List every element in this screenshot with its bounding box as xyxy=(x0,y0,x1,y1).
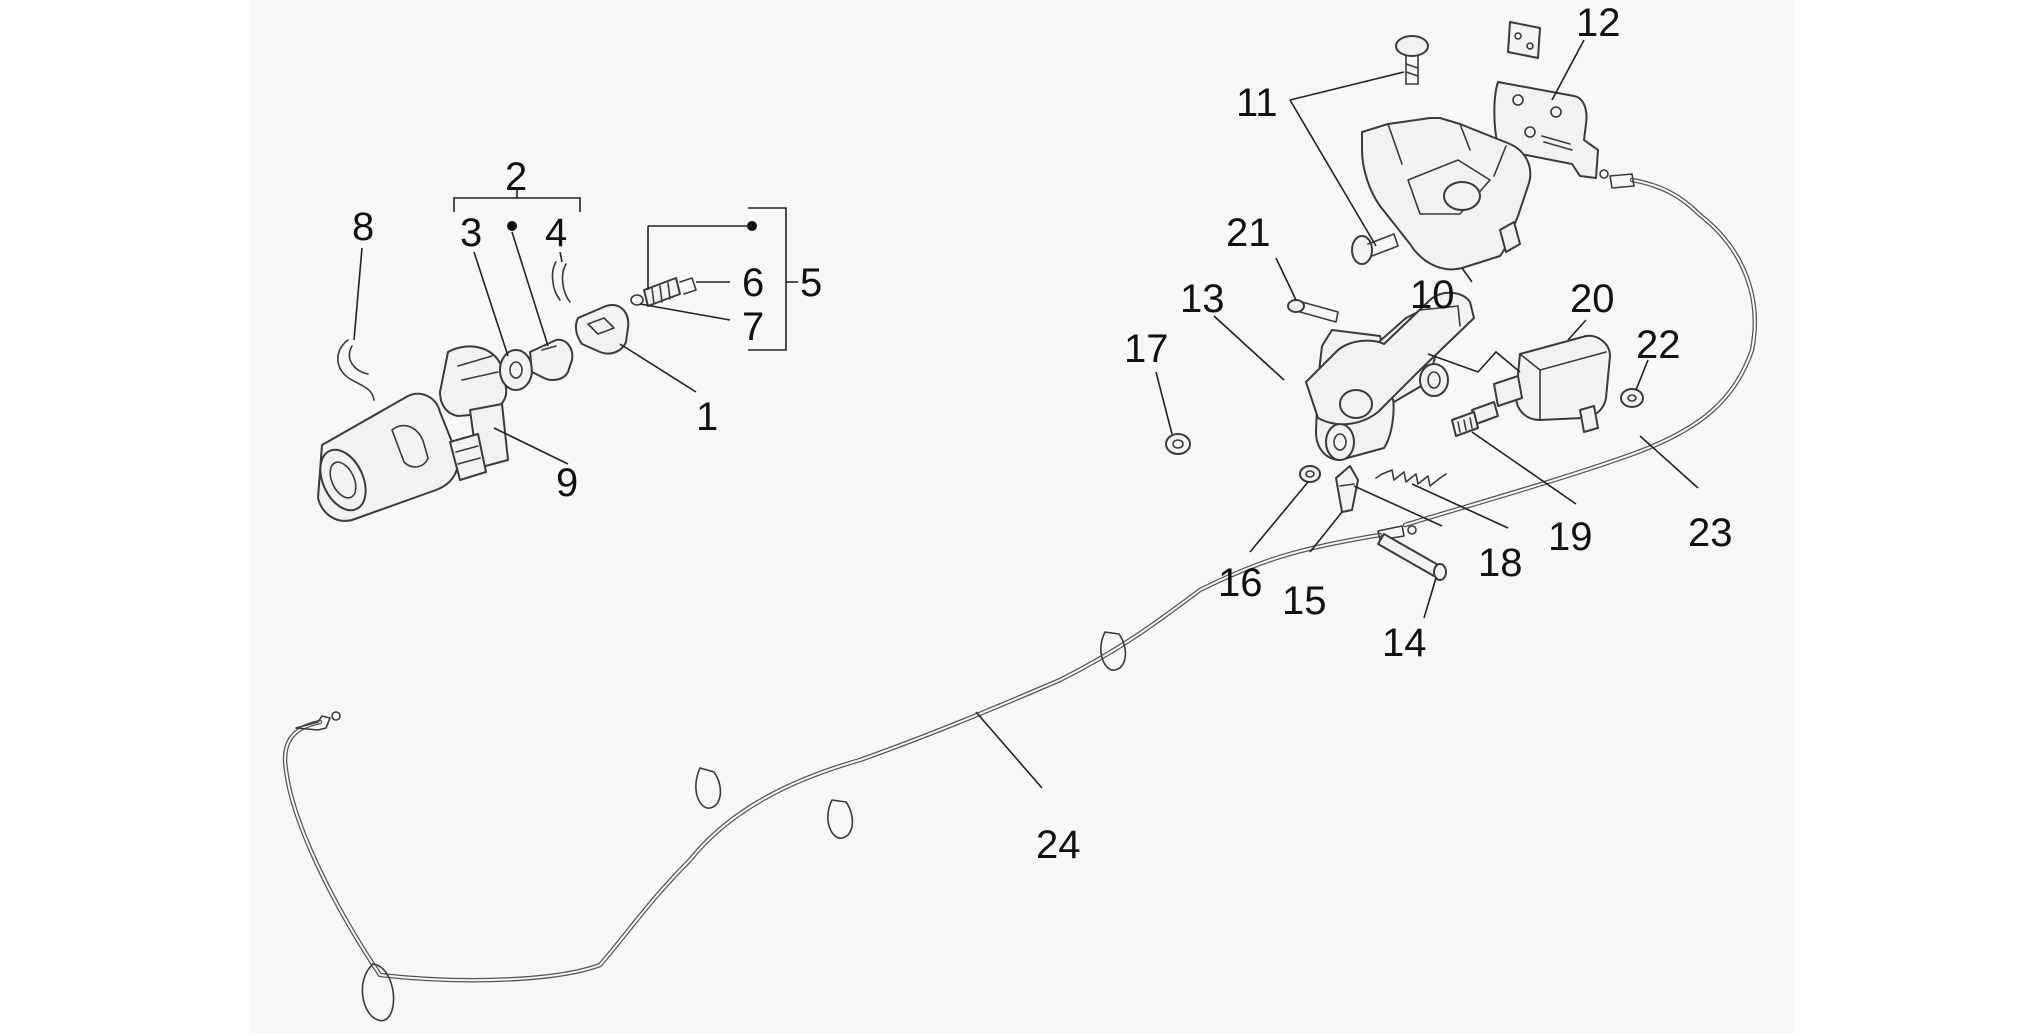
pin-4 xyxy=(551,261,571,303)
callout-2: 2 xyxy=(505,155,527,199)
callout-1: 1 xyxy=(696,395,718,439)
callout-labels: 1 2 3 4 5 6 7 8 9 10 11 12 13 14 15 16 1… xyxy=(352,1,1733,867)
callout-23: 23 xyxy=(1688,511,1733,555)
callout-15: 15 xyxy=(1282,579,1327,623)
callout-17: 17 xyxy=(1124,327,1169,371)
callout-8: 8 xyxy=(352,205,374,249)
bracket-10 xyxy=(1361,117,1532,271)
latch-arm-13 xyxy=(1305,291,1475,426)
cable-clips xyxy=(361,631,1127,1022)
pin-14 xyxy=(1377,533,1447,581)
callout-18: 18 xyxy=(1478,541,1523,585)
callout-20: 20 xyxy=(1570,277,1615,321)
callout-24: 24 xyxy=(1036,823,1081,867)
nut-22 xyxy=(1620,388,1644,408)
actuator-20 xyxy=(1493,334,1611,433)
callout-5: 5 xyxy=(800,261,822,305)
cable-24 xyxy=(282,532,1383,983)
callout-14: 14 xyxy=(1382,621,1427,665)
cable-end-15 xyxy=(1377,525,1417,541)
o-ring-7 xyxy=(630,294,644,306)
spring-clip-8 xyxy=(337,339,375,401)
callout-19: 19 xyxy=(1548,515,1593,559)
rotor-1 xyxy=(574,304,630,355)
callout-22: 22 xyxy=(1636,323,1681,367)
callout-13: 13 xyxy=(1180,277,1225,321)
callout-10: 10 xyxy=(1410,273,1455,317)
screw-21 xyxy=(1287,299,1339,323)
pawl-15 xyxy=(1335,465,1359,513)
bolt-11-lower xyxy=(1351,233,1399,265)
callout-6: 6 xyxy=(742,261,764,305)
callout-16: 16 xyxy=(1218,561,1263,605)
plunger-19 xyxy=(1451,401,1499,437)
spring-18 xyxy=(1375,469,1447,487)
callout-21: 21 xyxy=(1226,211,1271,255)
cable-23 xyxy=(1402,169,1757,528)
nut-17 xyxy=(1165,433,1191,455)
washer-3 xyxy=(499,349,533,391)
callout-9: 9 xyxy=(556,461,578,505)
key-cylinder-2 xyxy=(529,338,574,381)
spring-6 xyxy=(643,277,697,307)
callout-11: 11 xyxy=(1236,81,1278,125)
diagram-sheet xyxy=(250,0,1794,1033)
leader-lines xyxy=(353,39,1699,789)
lock-body-9 xyxy=(317,345,509,522)
cable-end-left xyxy=(295,711,341,731)
callout-7: 7 xyxy=(742,305,764,349)
plate-12 xyxy=(1493,21,1599,179)
callout-4: 4 xyxy=(545,211,567,255)
bolt-11-upper xyxy=(1395,35,1429,85)
callout-12: 12 xyxy=(1576,1,1621,45)
callout-3: 3 xyxy=(460,211,482,255)
washer-16 xyxy=(1299,465,1321,483)
